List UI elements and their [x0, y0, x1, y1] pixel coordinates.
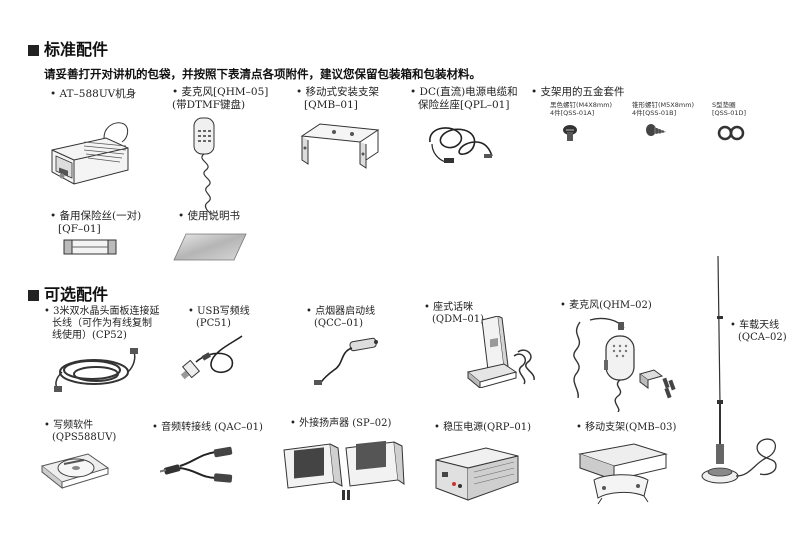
item-extension-cable-label: • 3米双水晶头面板连接延长线（可作为有线复制线使用）(CP52)	[44, 306, 160, 341]
hardware-washer-label: S型垫圈[QSS-01D]	[712, 101, 747, 117]
hardware-taper-screw-label: 锥形螺钉(M5X8mm)4件[QSS-01B]	[632, 101, 695, 117]
section-square-icon	[28, 45, 39, 56]
item-power-supply-label: • 稳压电源(QRP–01)	[434, 422, 532, 433]
car-antenna-illustration	[700, 254, 780, 496]
washer-icon	[716, 122, 746, 144]
dc-cable-illustration	[424, 116, 496, 166]
item-usb-cable-label: • USB写频线(PC51)	[188, 306, 250, 329]
taper-screw-icon	[644, 122, 668, 144]
radio-body-illustration	[44, 112, 134, 194]
power-supply-illustration	[430, 440, 522, 504]
manual-illustration	[172, 232, 248, 262]
notice-text: 请妥善打开对讲机的包袋，并按照下表清点各项附件，建议您保留包装箱和包装材料。	[44, 67, 481, 81]
microphone-qhm05-illustration	[188, 116, 232, 216]
external-speaker-illustration	[280, 438, 406, 502]
item-cigarette-cable-label: • 点烟器启动线(QCC–01)	[306, 306, 376, 329]
item-microphone-qhm05-label: • 麦克风[QHM–05](带DTMF键盘)	[172, 86, 269, 111]
audio-adapter-illustration	[160, 444, 240, 490]
usb-cable-illustration	[176, 332, 246, 384]
item-audio-adapter-label: • 音频转接线 (QAC–01)	[152, 422, 263, 433]
mount-bracket-illustration	[294, 114, 386, 170]
item-car-antenna-label: • 车载天线(QCA–02)	[730, 320, 787, 343]
item-radio-body-label: • AT–588UV机身	[50, 88, 137, 100]
section-square-icon	[28, 290, 39, 301]
item-desk-mic-label: • 座式话咪(QDM–01)	[424, 302, 484, 325]
item-spare-fuse-label: • 备用保险丝(一对)[QF–01]	[50, 210, 142, 235]
standard-accessories-title: 标准配件	[28, 41, 108, 59]
desk-mic-illustration	[464, 316, 544, 388]
mobile-mount-illustration	[574, 440, 674, 506]
item-mobile-mount-label: • 移动支架(QMB–03)	[576, 422, 677, 433]
item-dc-cable-label: • DC(直流)电源电缆和保险丝座[QPL–01]	[410, 86, 518, 111]
item-manual-label: • 使用说明书	[178, 210, 241, 222]
item-hardware-kit-label: • 支架用的五金套件	[531, 86, 625, 98]
spare-fuse-illustration	[62, 236, 118, 258]
item-microphone-qhm02-label: • 麦克风(QHM–02)	[560, 300, 652, 311]
item-mount-bracket-label: • 移动式安装支架[QMB–01]	[296, 86, 380, 111]
microphone-qhm02-illustration	[570, 316, 682, 412]
software-cd-illustration	[40, 446, 110, 494]
item-speaker-label: • 外接扬声器 (SP–02)	[290, 418, 392, 429]
cigarette-cable-illustration	[310, 334, 382, 388]
hardware-black-screw-label: 黑色螺钉(M4X8mm)4件[QSS-01A]	[550, 101, 613, 117]
black-screw-icon	[560, 122, 582, 144]
item-software-label: • 写频软件(QPS588UV)	[44, 420, 117, 443]
optional-accessories-title: 可选配件	[28, 286, 108, 304]
extension-cable-illustration	[50, 346, 140, 394]
